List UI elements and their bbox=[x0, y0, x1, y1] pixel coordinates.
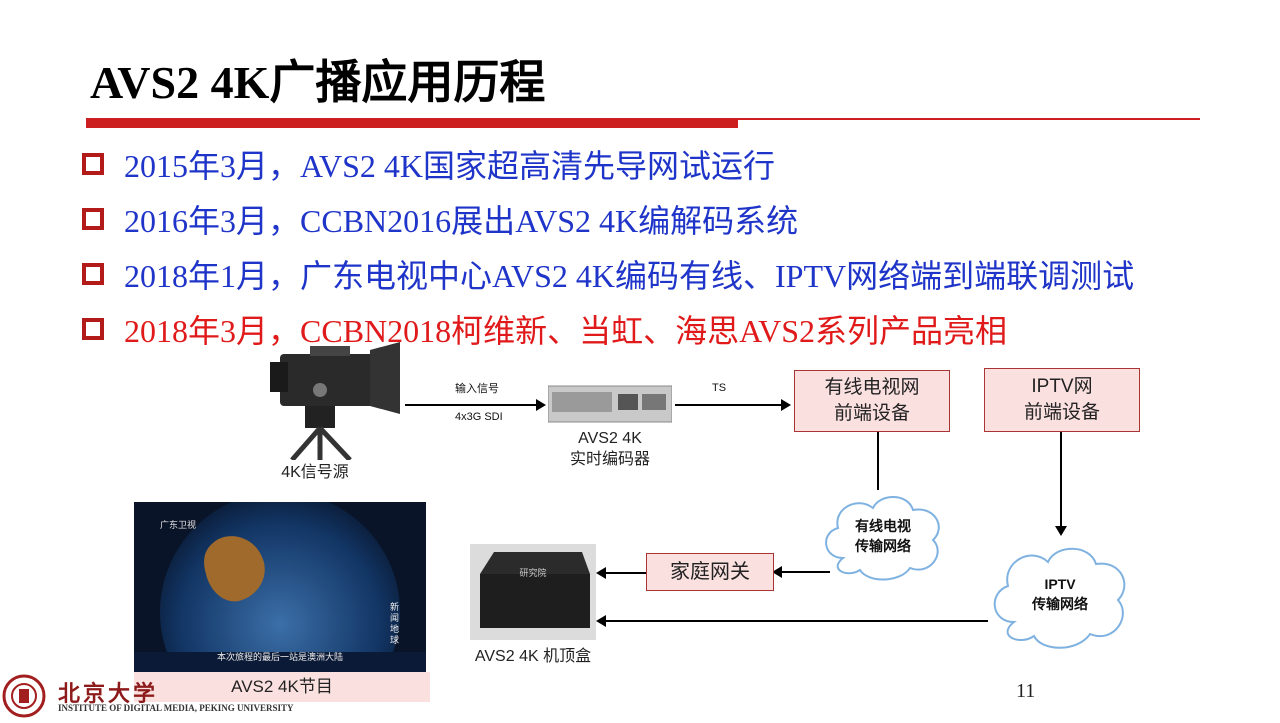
stb-device-text: 研究院 bbox=[470, 566, 596, 579]
ts-label: TS bbox=[712, 382, 726, 394]
square-bullet-icon bbox=[82, 208, 104, 230]
tv-caption: 本次旅程的最后一站是澳洲大陆 bbox=[134, 650, 426, 663]
encoder-image bbox=[548, 380, 672, 426]
sdi-label: 4x3G SDI bbox=[455, 411, 503, 423]
cable-network-cloud: 有线电视 传输网络 bbox=[818, 488, 948, 584]
arrow-line bbox=[782, 571, 830, 573]
camera-label: 4K信号源 bbox=[255, 462, 375, 483]
arrow-head-icon bbox=[596, 567, 606, 579]
institute-name: INSTITUTE OF DIGITAL MEDIA, PEKING UNIVE… bbox=[58, 703, 294, 713]
arrow-line bbox=[1060, 432, 1062, 528]
arrow-head-icon bbox=[596, 615, 606, 627]
bullet-item: 2018年3月，CCBN2018柯维新、当虹、海思AVS2系列产品亮相 bbox=[78, 301, 1134, 356]
bullet-item: 2016年3月，CCBN2016展出AVS2 4K编解码系统 bbox=[78, 191, 1134, 246]
arrow-line bbox=[606, 620, 988, 622]
bullet-item: 2015年3月，AVS2 4K国家超高清先导网试运行 bbox=[78, 136, 1134, 191]
stb-image: 研究院 bbox=[470, 544, 596, 640]
arrow-line bbox=[606, 572, 646, 574]
tv-channel-logo: 广东卫视 bbox=[160, 518, 196, 531]
university-seal bbox=[2, 674, 46, 718]
arrow-line bbox=[675, 404, 783, 406]
server-icon bbox=[548, 380, 672, 426]
tv-side-text: 新闻地球 bbox=[390, 602, 402, 646]
page-number: 11 bbox=[1016, 680, 1035, 703]
camera-image bbox=[270, 342, 405, 460]
home-gateway-box: 家庭网关 bbox=[646, 553, 774, 591]
arrow-line bbox=[877, 432, 879, 490]
bullet-item: 2018年1月，广东电视中心AVS2 4K编码有线、IPTV网络端到端联调测试 bbox=[78, 246, 1134, 301]
encoder-label: AVS2 4K 实时编码器 bbox=[545, 428, 675, 470]
bullet-text: 2016年3月，CCBN2016展出AVS2 4K编解码系统 bbox=[124, 196, 798, 242]
tv-screen-image: 广东卫视 本次旅程的最后一站是澳洲大陆 新闻地球 bbox=[134, 502, 426, 676]
title-accent-bar bbox=[86, 118, 738, 128]
arrow-head-icon bbox=[536, 399, 546, 411]
program-label: AVS2 4K节目 bbox=[134, 672, 430, 702]
bullet-text: 2018年1月，广东电视中心AVS2 4K编码有线、IPTV网络端到端联调测试 bbox=[124, 251, 1134, 297]
university-seal-icon bbox=[2, 674, 46, 718]
bullet-list: 2015年3月，AVS2 4K国家超高清先导网试运行 2016年3月，CCBN2… bbox=[78, 136, 1134, 356]
stb-label: AVS2 4K 机顶盒 bbox=[448, 646, 618, 667]
bullet-text: 2015年3月，AVS2 4K国家超高清先导网试运行 bbox=[124, 141, 775, 187]
bullet-text: 2018年3月，CCBN2018柯维新、当虹、海思AVS2系列产品亮相 bbox=[124, 306, 1007, 352]
cable-headend-box: 有线电视网 前端设备 bbox=[794, 370, 950, 432]
cable-network-label: 有线电视 传输网络 bbox=[818, 516, 948, 556]
iptv-headend-box: IPTV网 前端设备 bbox=[984, 368, 1140, 432]
iptv-network-cloud: IPTV 传输网络 bbox=[986, 538, 1134, 654]
square-bullet-icon bbox=[82, 263, 104, 285]
square-bullet-icon bbox=[82, 318, 104, 340]
slide-title: AVS2 4K广播应用历程 bbox=[90, 46, 545, 112]
set-top-box-icon bbox=[470, 544, 596, 640]
input-signal-label: 输入信号 bbox=[455, 380, 499, 396]
arrow-line bbox=[405, 404, 538, 406]
camera-icon bbox=[270, 342, 405, 460]
square-bullet-icon bbox=[82, 153, 104, 175]
arrow-head-icon bbox=[781, 399, 791, 411]
arrow-head-icon bbox=[1055, 526, 1067, 536]
iptv-network-label: IPTV 传输网络 bbox=[986, 574, 1134, 614]
